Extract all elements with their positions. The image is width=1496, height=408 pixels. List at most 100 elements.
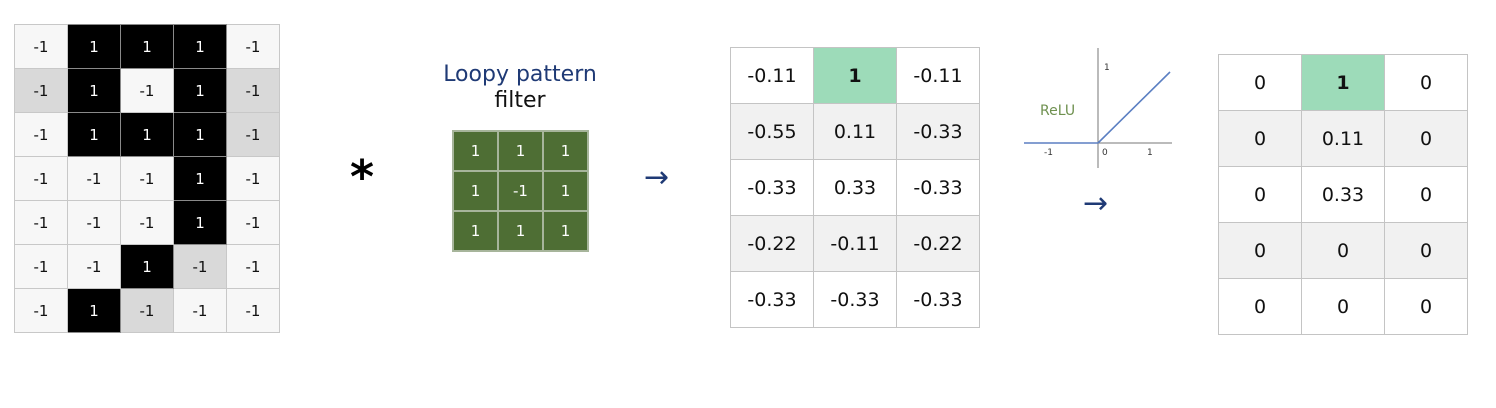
input-cell: 1 [173,200,227,245]
relu-output-cell: 0 [1384,222,1468,279]
filter-cell: 1 [542,130,589,172]
input-cell: -1 [14,68,68,113]
grid-row: -0.33-0.33-0.33 [730,271,980,328]
relu-output-cell: 0 [1384,166,1468,223]
input-cell: -1 [14,244,68,289]
arrow-right-icon: → [1083,186,1109,221]
filter-cell: 1 [497,130,544,172]
input-cell: 1 [67,68,121,113]
filter-title: Loopy pattern filter [420,62,620,114]
input-cell: 1 [173,68,227,113]
conv-output-cell: -0.33 [896,159,980,216]
filter-cell: 1 [542,210,589,252]
filter-cell: 1 [452,210,499,252]
conv-output-cell: -0.55 [730,103,814,160]
relu-tick-x-pos: 1 [1147,148,1153,158]
input-cell: -1 [14,200,68,245]
input-cell: -1 [226,112,280,157]
input-cell: -1 [14,24,68,69]
input-cell: -1 [173,244,227,289]
convolution-operator: * [350,150,375,204]
filter-cell: 1 [542,170,589,212]
input-cell: -1 [226,24,280,69]
relu-tick-x-neg: -1 [1044,148,1053,158]
relu-label: ReLU [1040,103,1076,119]
conv-output-cell: -0.22 [730,215,814,272]
relu-tick-x-zero: 0 [1102,148,1108,158]
filter-title-line1: Loopy pattern [443,62,597,87]
input-cell: 1 [173,24,227,69]
conv-output-cell: 0.33 [813,159,897,216]
relu-plot: 1 -1 0 1 [1024,48,1172,168]
input-cell: -1 [120,288,174,333]
input-cell: 1 [120,112,174,157]
input-cell: -1 [226,200,280,245]
relu-output-cell: 0 [1218,166,1302,223]
input-cell: 1 [67,24,121,69]
conv-output-cell: 1 [813,47,897,104]
conv-output-cell: -0.11 [813,215,897,272]
input-cell: 1 [120,24,174,69]
relu-line-positive [1097,71,1171,144]
input-cell: -1 [226,288,280,333]
conv-output-cell: -0.33 [730,271,814,328]
conv-output-cell: 0.11 [813,103,897,160]
conv-output-cell: -0.11 [730,47,814,104]
conv-output-cell: -0.33 [813,271,897,328]
relu-output-cell: 0.33 [1301,166,1385,223]
input-cell: 1 [173,112,227,157]
relu-output-cell: 0 [1218,110,1302,167]
relu-output-cell: 0 [1384,110,1468,167]
input-cell: -1 [120,156,174,201]
relu-output-cell: 0 [1301,222,1385,279]
filter-title-line2: filter [494,88,546,113]
relu-tick-y: 1 [1104,63,1110,73]
conv-output-cell: -0.22 [896,215,980,272]
input-cell: -1 [14,288,68,333]
filter-cell: 1 [452,130,499,172]
input-cell: -1 [173,288,227,333]
grid-row: -0.22-0.11-0.22 [730,215,980,272]
conv-output-cell: -0.33 [730,159,814,216]
conv-output-cell: -0.33 [896,271,980,328]
input-cell: -1 [120,68,174,113]
filter-cell: 1 [452,170,499,212]
relu-output-cell: 1 [1301,54,1385,111]
relu-output-cell: 0 [1301,278,1385,335]
relu-output-cell: 0 [1218,54,1302,111]
input-cell: -1 [67,244,121,289]
relu-output-cell: 0 [1384,278,1468,335]
arrow-right-icon: → [644,160,670,195]
filter-cell: 1 [497,210,544,252]
relu-output-cell: 0 [1218,222,1302,279]
relu-output-cell: 0 [1384,54,1468,111]
input-cell: -1 [226,244,280,289]
input-cell: -1 [67,200,121,245]
input-cell: 1 [120,244,174,289]
input-cell: 1 [67,112,121,157]
input-cell: -1 [226,156,280,201]
input-cell: -1 [14,112,68,157]
input-cell: -1 [120,200,174,245]
input-cell: -1 [226,68,280,113]
